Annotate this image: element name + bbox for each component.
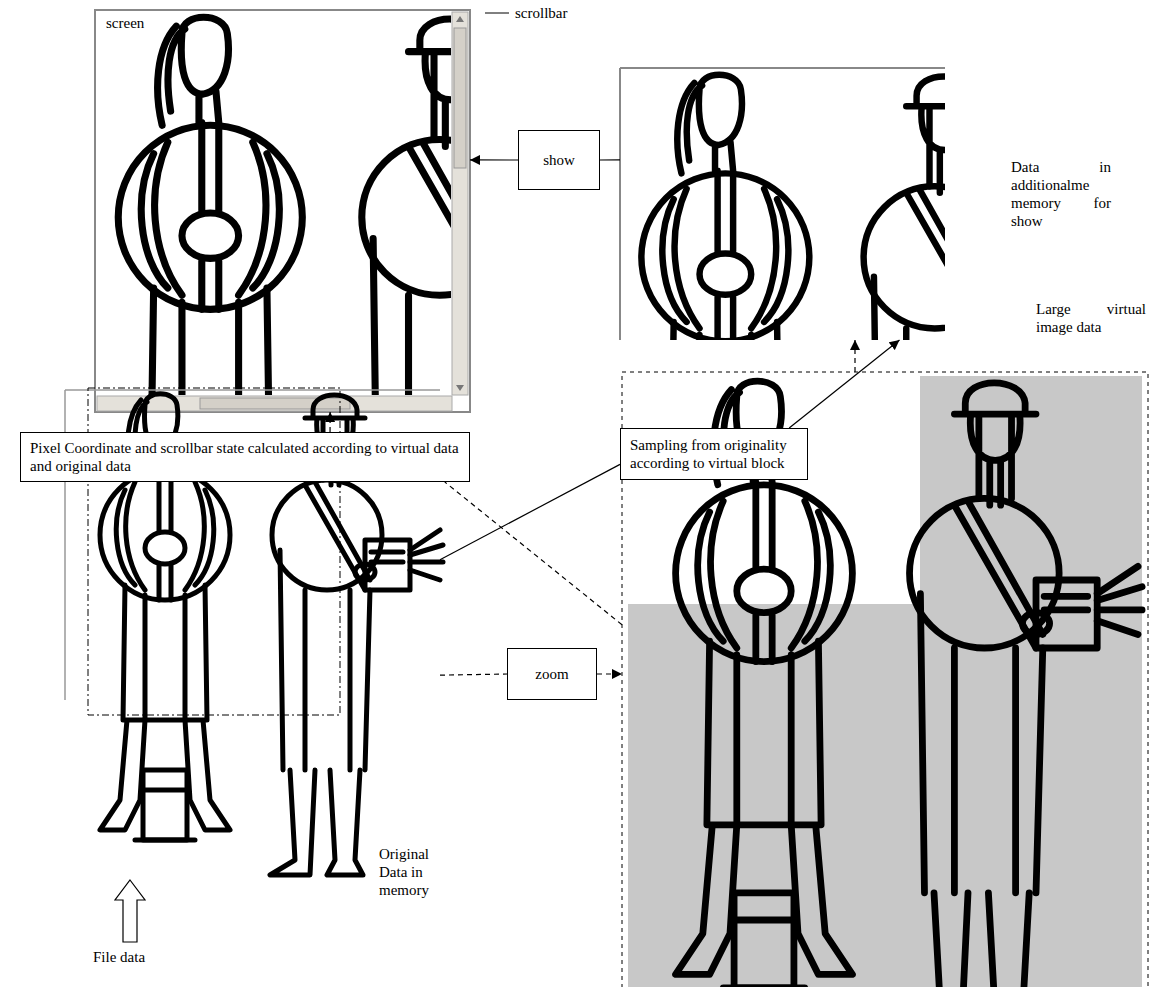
connector-line [600,159,620,160]
memory-image: Data in additionalme memory for show [620,68,945,340]
process-box: show [518,130,600,190]
horizontal-scroll-thumb [200,398,350,409]
file-input-arrow [115,880,145,942]
memory-frame [620,68,945,340]
box-text: Sampling from originality according to v… [630,436,798,472]
vertical-scrollbar [452,12,468,395]
vertical-scroll-thumb [454,28,466,168]
box-text: Pixel Coordinate and scrollbar state cal… [30,439,460,475]
memory-label: Data in additionalme memory for show [1010,158,1112,230]
screen-window: screen [95,10,470,412]
grey-fill [920,376,1142,606]
leader-line [485,13,509,14]
connector-line [445,482,622,625]
connector-line [440,674,507,675]
scroll-arrows [99,16,464,408]
connector-line [854,340,855,372]
box-text: show [528,151,590,169]
virtual-outline [622,372,1148,987]
connector-line [329,412,330,432]
process-box: zoom [507,648,597,700]
box-text: zoom [517,665,587,683]
original-image: Original Data in memory [65,390,440,875]
virtual-image: Large virtual image data [622,372,1148,987]
connector-line [789,340,899,428]
callout-label: scrollbar [515,4,567,22]
screen-label: screen [105,14,145,32]
original-label: Original Data in memory [378,845,444,899]
process-box: Sampling from originality according to v… [620,428,808,480]
virtual-label: Large virtual image data [1035,300,1147,336]
process-box: Pixel Coordinate and scrollbar state cal… [20,432,470,482]
connector-line [470,159,518,160]
connector-line [597,673,622,674]
caption-label: File data [93,948,145,966]
